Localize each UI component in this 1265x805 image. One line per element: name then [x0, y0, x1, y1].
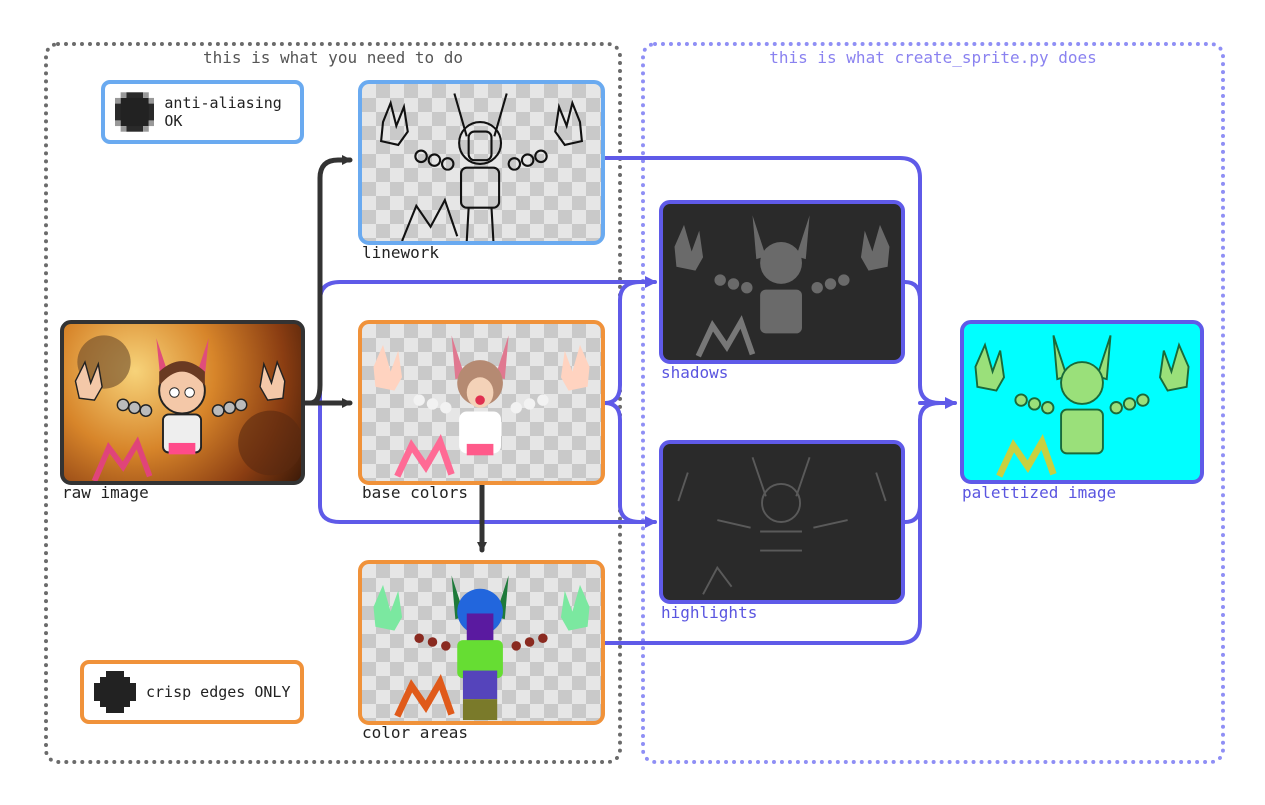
color-areas-node [358, 560, 605, 725]
pixel-blur-icon [115, 92, 155, 132]
color-areas-label: color areas [362, 723, 468, 742]
antialias-legend: anti-aliasing OK [101, 80, 304, 144]
highlights-node [659, 440, 905, 604]
base-colors-art [373, 335, 590, 478]
highlights-label: highlights [661, 603, 758, 622]
linework-node [358, 80, 605, 245]
raw-image-label: raw image [62, 483, 149, 502]
script-steps-title: this is what create_sprite.py does [769, 48, 1097, 67]
antialias-legend-label: anti-aliasing OK [164, 94, 282, 130]
shadows-label: shadows [661, 363, 729, 382]
shadows-node [659, 200, 905, 364]
palettized-image-node [960, 320, 1204, 484]
palettized-image-label: palettized image [962, 483, 1117, 502]
linework-art [379, 93, 584, 241]
base-colors-node [358, 320, 605, 485]
crisp-edges-legend: crisp edges ONLY [80, 660, 304, 724]
highlights-art [677, 457, 887, 595]
palettized-image-art [974, 335, 1190, 478]
base-colors-label: base colors [362, 483, 468, 502]
pixel-crisp-icon [94, 671, 136, 713]
raw-image-art [74, 335, 301, 481]
raw-image-node [60, 320, 305, 485]
linework-label: linework [362, 243, 440, 262]
crisp-edges-legend-label: crisp edges ONLY [146, 683, 291, 701]
color-areas-art [373, 575, 590, 721]
shadows-art [674, 215, 890, 358]
user-steps-title: this is what you need to do [202, 48, 464, 67]
